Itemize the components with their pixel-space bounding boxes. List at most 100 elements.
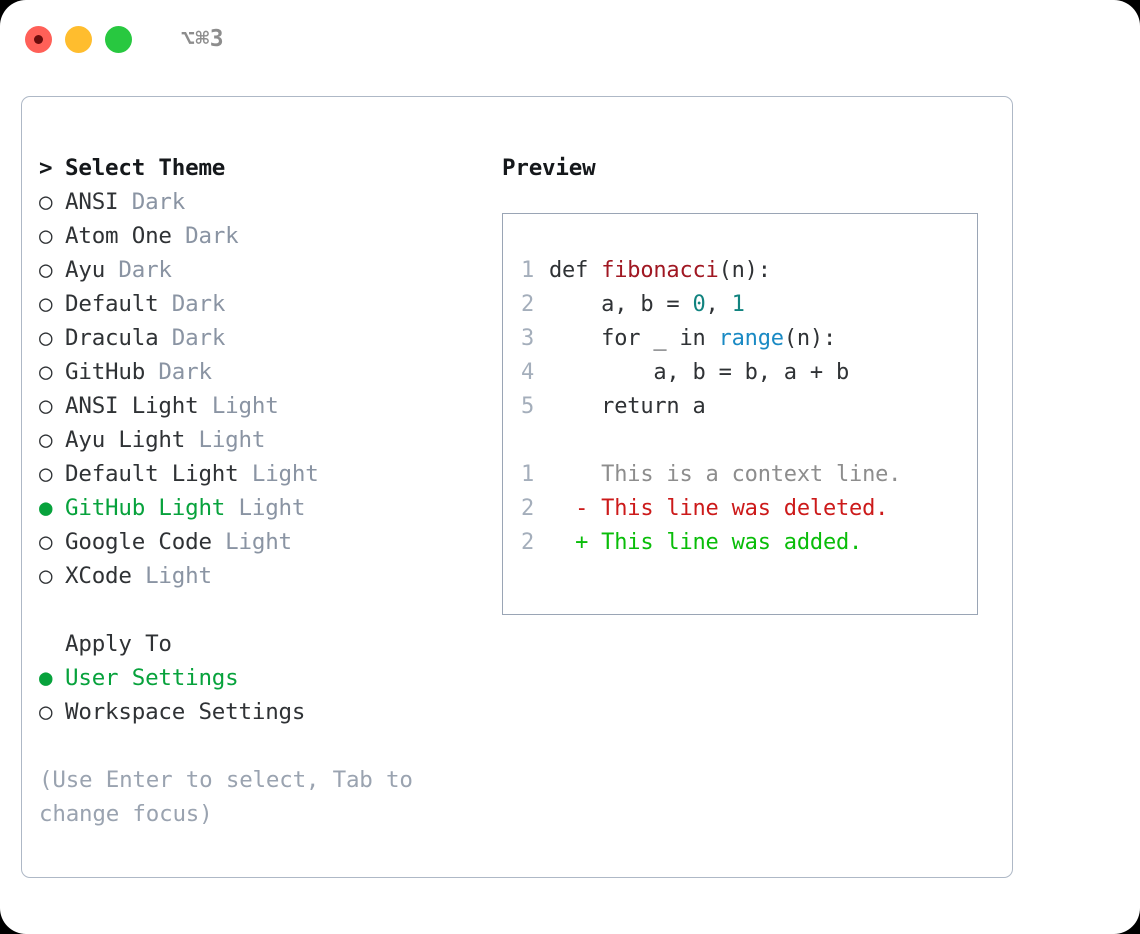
section-spacer bbox=[39, 593, 499, 627]
apply-to-item-workspace-settings[interactable]: ○ Workspace Settings bbox=[39, 695, 499, 729]
line-number: 4 bbox=[521, 360, 535, 385]
line-number: 3 bbox=[521, 326, 535, 351]
diff-line-ctx: 1 This is a context line. bbox=[521, 458, 977, 492]
code-line: 3 for _ in range(n): bbox=[521, 322, 977, 356]
code-token: a, b = b, a + b bbox=[549, 360, 850, 385]
line-number: 2 bbox=[521, 496, 535, 521]
radio-unselected-icon: ○ bbox=[39, 461, 66, 487]
minimize-button[interactable] bbox=[65, 25, 92, 53]
theme-item-variant: Light bbox=[238, 461, 319, 487]
radio-unselected-icon: ○ bbox=[39, 325, 66, 351]
code-line: 5 return a bbox=[521, 390, 977, 424]
line-number: 5 bbox=[521, 394, 535, 419]
apply-to-item-label: User Settings bbox=[65, 665, 239, 691]
theme-item-label: Dracula bbox=[65, 325, 159, 351]
theme-item-variant: Dark bbox=[145, 359, 212, 385]
theme-item-default[interactable]: ○ Default Dark bbox=[39, 287, 499, 321]
theme-item-label: XCode bbox=[65, 563, 132, 589]
theme-item-label: GitHub bbox=[65, 359, 146, 385]
recording-indicator-icon bbox=[34, 34, 43, 44]
theme-item-dracula[interactable]: ○ Dracula Dark bbox=[39, 321, 499, 355]
theme-list: ○ ANSI Dark○ Atom One Dark○ Ayu Dark○ De… bbox=[39, 185, 499, 593]
theme-item-variant: Dark bbox=[158, 325, 226, 351]
code-line: 2 a, b = 0, 1 bbox=[521, 288, 977, 322]
line-number: 1 bbox=[521, 462, 535, 487]
code-token: return a bbox=[549, 394, 706, 419]
theme-item-label: GitHub Light bbox=[65, 495, 226, 521]
preview-title: Preview bbox=[502, 155, 596, 181]
diff-line-add: 2 + This line was added. bbox=[521, 526, 977, 560]
radio-unselected-icon: ○ bbox=[39, 563, 66, 589]
close-button[interactable] bbox=[25, 25, 52, 53]
theme-item-label: Ayu Light bbox=[65, 427, 186, 453]
line-number: 2 bbox=[521, 530, 535, 555]
theme-item-label: ANSI Light bbox=[65, 393, 199, 419]
code-token: 0 bbox=[692, 292, 706, 317]
radio-unselected-icon: ○ bbox=[39, 427, 66, 453]
keyboard-shortcut-label: ⌥⌘3 bbox=[181, 26, 225, 52]
code-token: fibonacci bbox=[601, 258, 719, 283]
theme-item-xcode[interactable]: ○ XCode Light bbox=[39, 559, 499, 593]
keyboard-hint: (Use Enter to select, Tab to change focu… bbox=[39, 767, 427, 827]
theme-item-google-code[interactable]: ○ Google Code Light bbox=[39, 525, 499, 559]
theme-item-ayu-light[interactable]: ○ Ayu Light Light bbox=[39, 423, 499, 457]
theme-item-variant: Dark bbox=[158, 291, 226, 317]
radio-unselected-icon: ○ bbox=[39, 393, 66, 419]
theme-item-label: Atom One bbox=[65, 223, 172, 249]
theme-item-ansi[interactable]: ○ ANSI Dark bbox=[39, 185, 499, 219]
apply-to-item-user-settings[interactable]: ● User Settings bbox=[39, 661, 499, 695]
apply-to-heading: Apply To bbox=[39, 627, 499, 661]
theme-item-variant: Light bbox=[198, 393, 279, 419]
radio-unselected-icon: ○ bbox=[39, 529, 66, 555]
theme-item-label: Ayu bbox=[65, 257, 106, 283]
theme-item-variant: Light bbox=[131, 563, 212, 589]
apply-to-indent bbox=[39, 627, 65, 661]
diff-line-text: - This line was deleted. bbox=[549, 496, 889, 521]
theme-item-variant: Light bbox=[225, 495, 306, 521]
diff-line-text: This is a context line. bbox=[549, 462, 902, 487]
code-diff-spacer bbox=[521, 424, 977, 458]
code-token: for _ in bbox=[549, 326, 719, 351]
line-number: 2 bbox=[521, 292, 535, 317]
theme-item-variant: Dark bbox=[105, 257, 172, 283]
theme-item-github[interactable]: ○ GitHub Dark bbox=[39, 355, 499, 389]
theme-item-label: Default bbox=[65, 291, 159, 317]
zoom-button[interactable] bbox=[105, 25, 132, 53]
apply-to-list: ● User Settings○ Workspace Settings bbox=[39, 661, 499, 729]
theme-item-variant: Light bbox=[211, 529, 292, 555]
theme-item-ayu[interactable]: ○ Ayu Dark bbox=[39, 253, 499, 287]
theme-item-github-light[interactable]: ● GitHub Light Light bbox=[39, 491, 499, 525]
code-token: def bbox=[549, 258, 602, 283]
code-token: (n): bbox=[718, 258, 771, 283]
code-token: a, b = bbox=[549, 292, 693, 317]
diff-line-text: + This line was added. bbox=[549, 530, 863, 555]
theme-item-default-light[interactable]: ○ Default Light Light bbox=[39, 457, 499, 491]
hint-spacer bbox=[39, 729, 499, 763]
apply-to-heading-label: Apply To bbox=[65, 631, 172, 657]
theme-item-variant: Light bbox=[185, 427, 266, 453]
code-line: 4 a, b = b, a + b bbox=[521, 356, 977, 390]
cursor-prompt-icon: > bbox=[39, 155, 66, 181]
code-token: 1 bbox=[731, 292, 745, 317]
radio-selected-icon: ● bbox=[39, 665, 66, 691]
theme-item-label: ANSI bbox=[65, 189, 119, 215]
theme-item-label: Google Code bbox=[65, 529, 212, 555]
apply-to-item-label: Workspace Settings bbox=[65, 699, 306, 725]
diff-line-del: 2 - This line was deleted. bbox=[521, 492, 977, 526]
radio-unselected-icon: ○ bbox=[39, 223, 66, 249]
diff-sample: 1 This is a context line.2 - This line w… bbox=[521, 458, 977, 560]
title-bar: ⌥⌘3 bbox=[0, 0, 1140, 78]
theme-item-atom-one[interactable]: ○ Atom One Dark bbox=[39, 219, 499, 253]
code-token: range bbox=[718, 326, 784, 351]
theme-item-variant: Dark bbox=[118, 189, 186, 215]
radio-unselected-icon: ○ bbox=[39, 291, 66, 317]
code-token: , bbox=[705, 292, 732, 317]
theme-item-ansi-light[interactable]: ○ ANSI Light Light bbox=[39, 389, 499, 423]
theme-item-label: Default Light bbox=[65, 461, 239, 487]
select-theme-heading: > Select Theme bbox=[39, 151, 499, 185]
code-token: (n): bbox=[783, 326, 837, 351]
select-theme-heading-label: Select Theme bbox=[65, 155, 226, 181]
